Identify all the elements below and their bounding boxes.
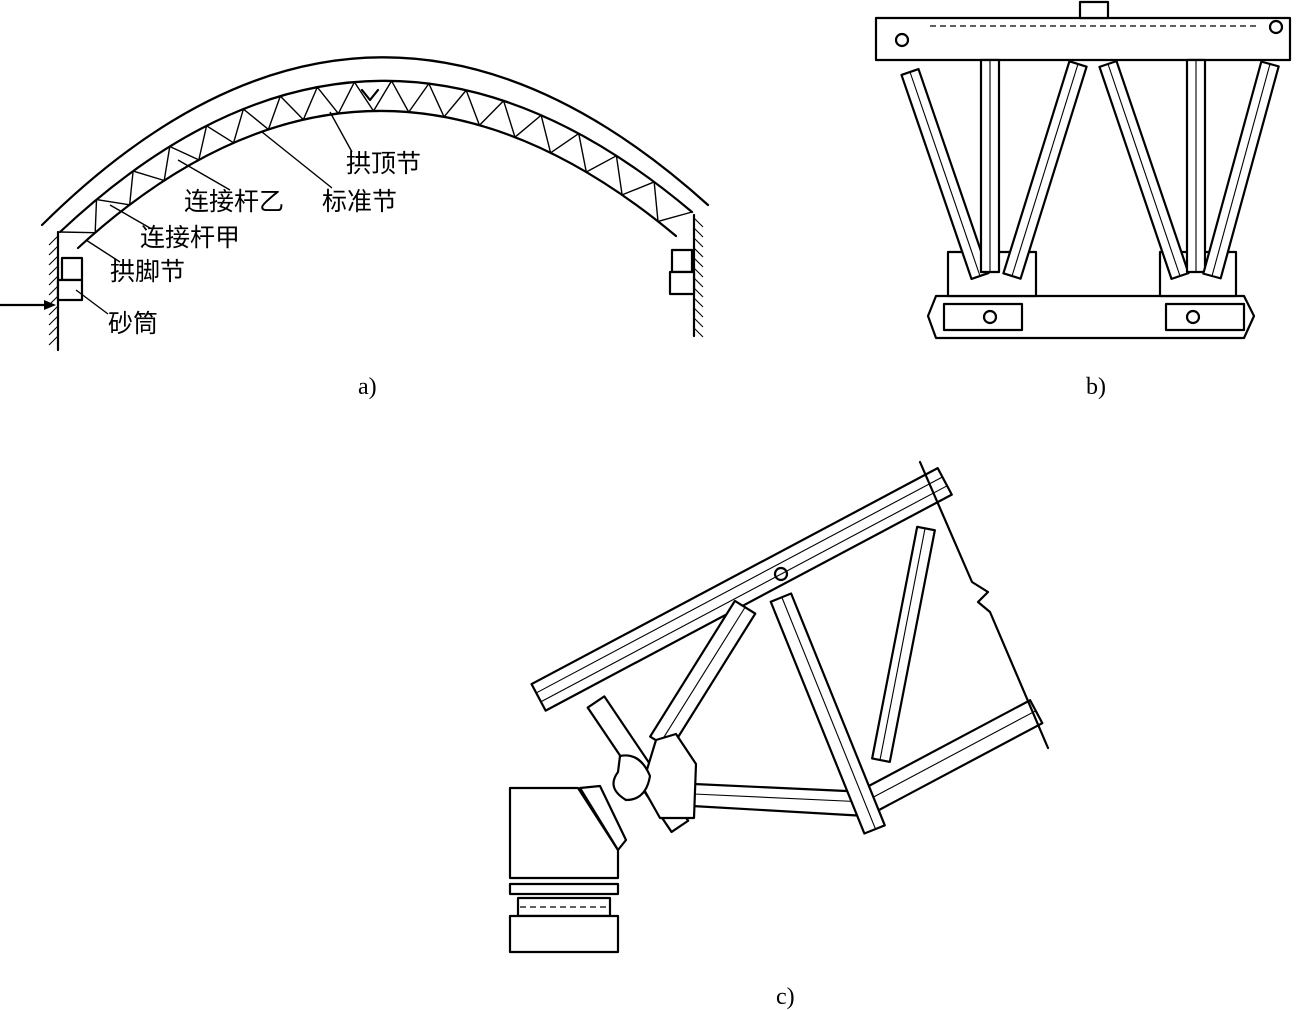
hatch-stroke [48,245,59,256]
hatch-stroke [693,257,704,268]
hatch-stroke [693,307,704,318]
right-wall-hatch [693,217,704,338]
top-right-bolt-icon [1268,19,1284,35]
break-line [918,460,1050,750]
leader-standard [261,131,333,189]
top-bolt-block [1078,0,1110,20]
label-connecting-rod-b: 连接杆乙 [184,187,284,216]
label-connecting-rod-a: 连接杆甲 [140,223,240,252]
web-member-2 [769,592,886,835]
hatch-stroke [48,235,59,246]
hatch-stroke [693,297,704,308]
figure-b-truss-section: b) [874,0,1292,400]
left-springing-block [60,256,84,282]
leader-rod-a [109,204,151,229]
hatch-stroke [693,267,704,278]
chord-pin-icon [773,566,789,582]
hatch-stroke [48,315,59,326]
load-arrow-head [44,300,56,310]
bottom-right-bolt-icon [1185,309,1201,325]
hatch-stroke [693,237,704,248]
figure-c-springing-detail: c) [508,460,1050,1010]
crown-joint [360,88,380,102]
caption-b: b) [1086,374,1106,400]
knuckle-joint [612,754,652,802]
hatch-stroke [48,265,59,276]
right-outer-diagonal-centerline [1211,63,1271,277]
right-springing-block [670,248,694,274]
leader-springing [85,239,121,263]
leader-sand [75,289,109,315]
hatch-stroke [693,277,704,288]
hatch-stroke [48,285,59,296]
hatch-stroke [48,305,59,316]
left-outer-diagonal-centerline [909,71,981,277]
right-sand-cylinder [668,270,696,296]
hatch-stroke [48,255,59,266]
bottom-chord [690,782,870,818]
truss-lattice [59,80,693,234]
hatch-stroke [693,317,704,328]
support-wedge [578,784,628,852]
arch-inner-rib [58,79,694,234]
support-plate [508,882,620,896]
top-chord [530,467,953,712]
label-standard-section: 标准节 [322,187,397,216]
hatch-stroke [48,335,59,346]
hatch-stroke [693,227,704,238]
figure-a-arch-truss: 拱顶节 标准节 连接杆乙 连接杆甲 拱脚节 砂筒 a) [0,56,710,400]
support-base [508,914,620,954]
leader-crown [329,111,353,153]
caption-a: a) [358,374,377,400]
caption-c: c) [776,984,795,1010]
web-member-3 [871,525,936,764]
hatch-stroke [693,247,704,258]
right-inner-diagonal-centerline [1107,63,1181,277]
lattice-zigzag [59,80,693,234]
left-wall-hatch [48,235,59,346]
left-inner-diagonal-centerline [1011,63,1079,277]
left-sand-cylinder [56,278,84,302]
hatch-stroke [693,217,704,228]
hatch-stroke [693,287,704,298]
label-sand-cylinder: 砂筒 [108,309,158,338]
truss-members [900,58,1280,281]
bottom-left-bolt-icon [982,309,998,325]
leader-rod-b [177,159,231,191]
hatch-stroke [48,325,59,336]
hatch-stroke [48,275,59,286]
hatch-stroke [693,327,704,338]
top-plate [874,16,1292,62]
label-crown-section: 拱顶节 [346,149,421,178]
support-block-upper [508,786,620,880]
bottom-right-bolt-slot [1164,302,1246,332]
label-springing-section: 拱脚节 [110,257,185,286]
arch-outer-rib [40,56,710,227]
top-left-bolt-icon [894,32,910,48]
